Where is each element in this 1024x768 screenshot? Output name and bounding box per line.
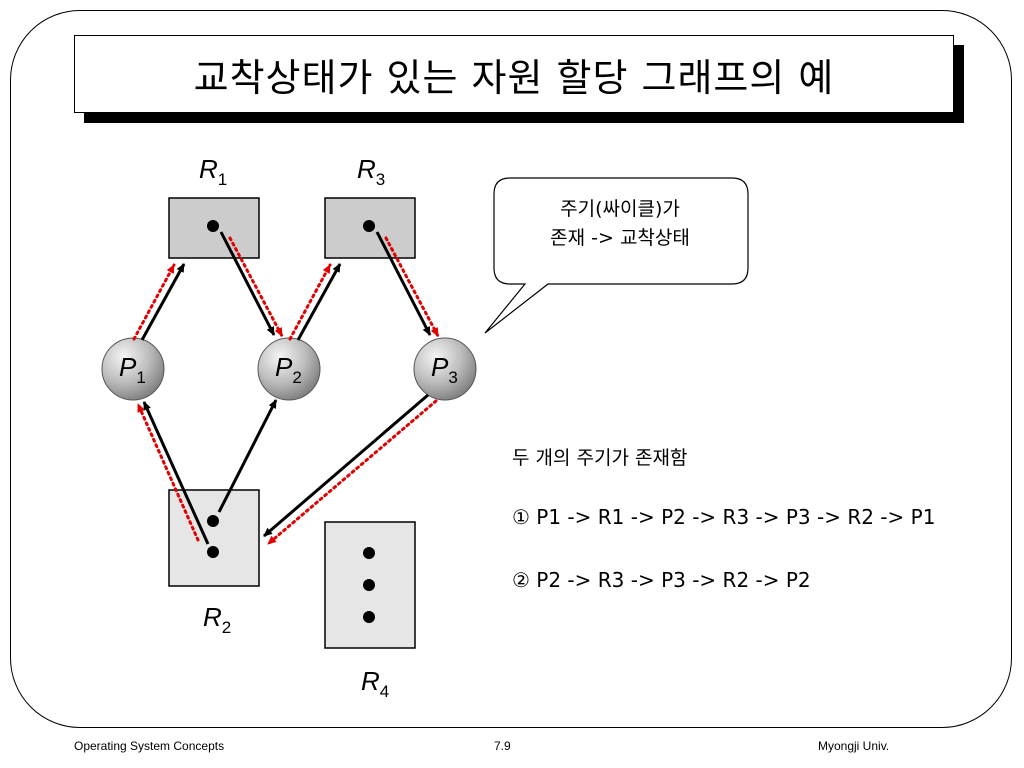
edge-r1-assigned-p2	[219, 231, 276, 336]
cycle-edge	[288, 263, 332, 341]
slide-frame	[10, 10, 1012, 728]
edge-p3-requests-r2	[263, 393, 429, 538]
footer-university: Myongji Univ.	[818, 739, 890, 753]
slide-title: 교착상태가 있는 자원 할당 그래프의 예	[193, 55, 835, 100]
title-box: 교착상태가 있는 자원 할당 그래프의 예	[74, 35, 954, 113]
cycle-edge	[228, 236, 284, 338]
label-r4: R4	[361, 666, 389, 701]
cycles-heading: 두 개의 주기가 존재함	[512, 447, 688, 469]
edge-r3-assigned-p3	[375, 231, 432, 336]
label-p2: P2	[275, 352, 302, 387]
callout-line2: 존재 -> 교착상태	[550, 227, 690, 249]
edge-p2-requests-r3	[296, 263, 342, 341]
footer-page-number: 7.9	[494, 739, 511, 753]
r3-instance-dot	[363, 220, 375, 232]
edge-p1-requests-r1	[140, 263, 186, 341]
r1-instance-dot	[207, 220, 219, 232]
callout-text: 주기(싸이클)가 존재 -> 교착상태	[492, 195, 748, 253]
cycle-edge	[132, 263, 176, 341]
footer-course: Operating System Concepts	[74, 739, 225, 753]
label-p3: P3	[431, 352, 458, 387]
r2-instance-dot	[207, 546, 219, 558]
cycle-edge	[136, 402, 200, 542]
cycle-1-text: ① P1 -> R1 -> P2 -> R3 -> P3 -> R2 -> P1	[512, 505, 936, 529]
label-r3: R3	[357, 154, 385, 189]
label-p1: P1	[119, 352, 146, 387]
r4-instance-dot	[363, 611, 375, 623]
r4-instance-dot	[363, 547, 375, 559]
label-r2: R2	[203, 602, 231, 637]
process-p3	[413, 337, 477, 401]
cycle-edge	[266, 399, 438, 546]
r2-instance-dot	[207, 515, 219, 527]
cycle-2-text: ② P2 -> R3 -> P3 -> R2 -> P2	[512, 568, 811, 592]
cycle-highlight	[132, 236, 440, 546]
cycle-edge	[384, 236, 440, 338]
label-r1: R1	[199, 154, 227, 189]
callout-bubble	[484, 177, 749, 334]
callout-line1: 주기(싸이클)가	[560, 198, 680, 220]
r4-instance-dot	[363, 579, 375, 591]
edge-r2-assigned-p2	[217, 399, 278, 513]
edge-r2-assigned-p1	[142, 401, 210, 545]
